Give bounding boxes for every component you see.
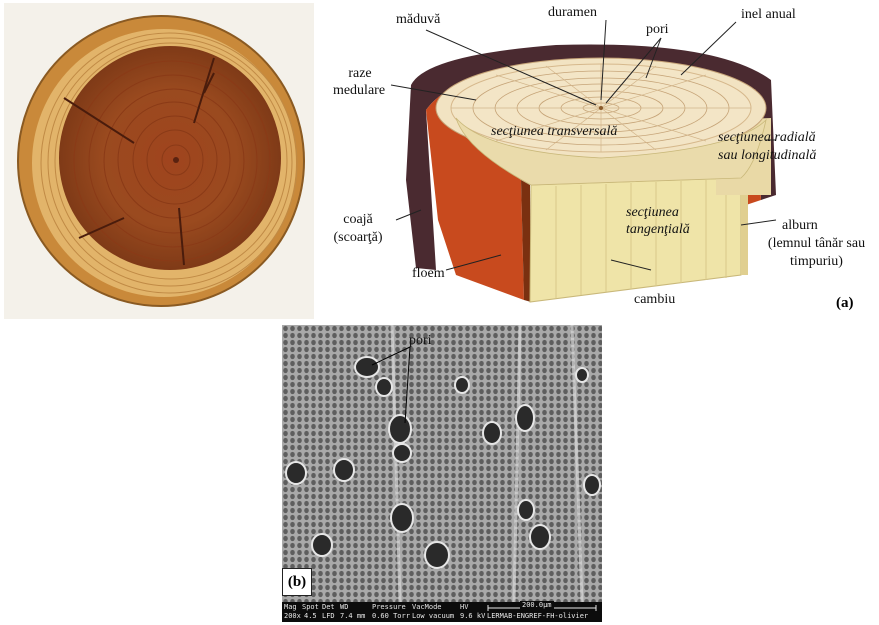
sem-v-hv: 9.6 kV	[460, 612, 486, 620]
sem-h-mag: Mag	[284, 603, 297, 611]
label-alburn-line3: timpuriu)	[790, 254, 843, 269]
label-pori: pori	[646, 22, 669, 37]
label-sem-pori: pori	[409, 333, 432, 348]
sem-h-spot: Spot	[302, 603, 319, 611]
sem-info-bar: Mag Spot Det WD Pressure VacMode HV 200x…	[282, 601, 602, 622]
label-alburn-line2: (lemnul tânăr sau	[767, 236, 866, 251]
sem-v-mag: 200x	[284, 612, 301, 620]
label-cambiu: cambiu	[634, 292, 676, 307]
pith-dot	[599, 106, 603, 110]
sem-operator: LERMAB-ENGREF-FH-olivier	[487, 612, 589, 620]
wood-cross-section-photo	[4, 3, 314, 319]
panel-letter-b: (b)	[282, 568, 312, 596]
sem-h-pressure: Pressure	[372, 603, 406, 611]
sem-v-vacmode: Low vacuum	[412, 612, 455, 620]
label-radiala-line1: secţiunea radială	[718, 130, 816, 145]
panel-letter-a: (a)	[836, 295, 854, 311]
sem-h-wd: WD	[340, 603, 349, 611]
label-floem: floem	[412, 266, 445, 281]
label-coaja-line1: coajă	[343, 212, 373, 227]
bark-shape	[406, 44, 776, 270]
sem-v-det: LFD	[322, 612, 335, 620]
sem-v-pressure: 0.60 Torr	[372, 612, 410, 620]
sem-h-vacmode: VacMode	[412, 603, 442, 611]
sem-micrograph: pori Mag Spot Det WD Pressure VacMode HV…	[282, 325, 602, 622]
sem-v-spot: 4.5	[304, 612, 317, 620]
label-inel-anual: inel anual	[741, 7, 796, 22]
label-maduva: măduvă	[396, 12, 441, 27]
sem-scale-label: 200.0µm	[520, 601, 554, 610]
phloem-shape	[426, 60, 761, 300]
label-tangentiala-line1: secţiunea	[626, 205, 679, 220]
label-raze-line1: raze	[348, 66, 372, 81]
label-duramen: duramen	[548, 5, 597, 20]
trunk-structure-diagram: măduvă duramen pori inel anual raze medu…	[316, 0, 879, 320]
label-alburn-line1: alburn	[782, 218, 818, 233]
label-sectiunea-transversala: secţiunea transversală	[491, 124, 618, 139]
sem-v-wd: 7.4 mm	[340, 612, 366, 620]
sem-h-hv: HV	[460, 603, 469, 611]
sem-h-det: Det	[322, 603, 335, 611]
label-radiala-line2: sau longitudinală	[718, 148, 817, 163]
label-coaja-line2: (scoarţă)	[333, 230, 383, 245]
label-tangentiala-line2: tangenţială	[626, 222, 690, 237]
label-raze-line2: medulare	[332, 83, 386, 98]
tangential-face	[529, 177, 742, 303]
